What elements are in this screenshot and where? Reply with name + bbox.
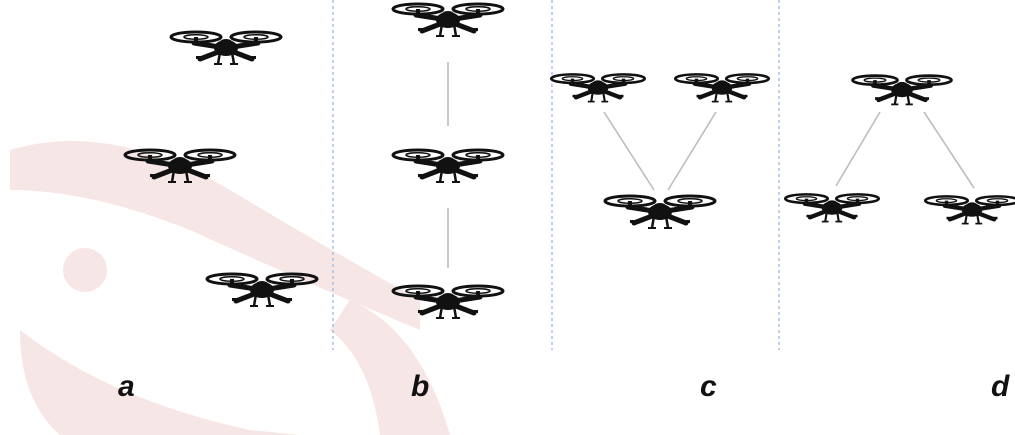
link-line-d <box>923 111 975 189</box>
link-line-c <box>603 111 655 191</box>
quadcopter-drone-icon <box>125 150 235 182</box>
quadcopter-drone-icon <box>675 74 769 101</box>
quadcopter-drone-icon <box>393 286 503 318</box>
quadcopter-drone-icon <box>605 196 715 228</box>
quadcopter-drone-icon <box>171 32 281 64</box>
quadcopter-drone-icon <box>551 74 645 101</box>
quadcopter-drone-icon <box>393 150 503 182</box>
link-line-c <box>667 111 717 191</box>
link-line-d <box>835 111 881 187</box>
quadcopter-drone-icon <box>207 274 317 306</box>
panel-label-a: a <box>118 370 135 403</box>
quadcopter-drone-icon <box>925 196 1015 223</box>
panel-label-d: d <box>991 370 1010 403</box>
quadcopter-drone-icon <box>393 4 503 36</box>
panel-label-b: b <box>411 370 430 403</box>
quadcopter-drone-icon <box>785 194 879 221</box>
panel-label-c: c <box>700 370 717 403</box>
quadcopter-drone-icon <box>853 76 952 105</box>
